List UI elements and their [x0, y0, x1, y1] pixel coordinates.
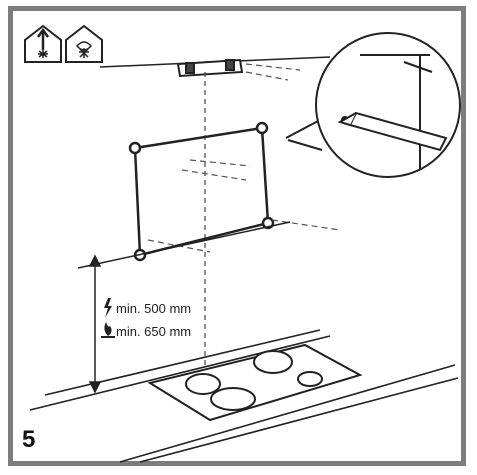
mounting-template — [128, 121, 275, 262]
flame-icon — [104, 322, 112, 336]
electric-requirement: min. 500 mm — [104, 298, 191, 318]
height-dimension — [88, 254, 102, 394]
gas-requirement: min. 650 mm — [101, 322, 191, 339]
gas-label: min. 650 mm — [116, 324, 191, 339]
lightning-icon — [104, 298, 112, 318]
house-extraction-icon — [24, 24, 62, 63]
house-recirculation-icon — [65, 24, 103, 63]
pencil-marking-icon — [337, 54, 448, 170]
worktop — [29, 329, 459, 463]
mounting-bracket — [176, 58, 244, 78]
wall-line — [77, 221, 291, 269]
step-number: 5 — [22, 426, 35, 453]
electric-label: min. 500 mm — [116, 301, 191, 316]
cooktop-hob — [147, 343, 363, 422]
drill-guides — [147, 159, 341, 253]
